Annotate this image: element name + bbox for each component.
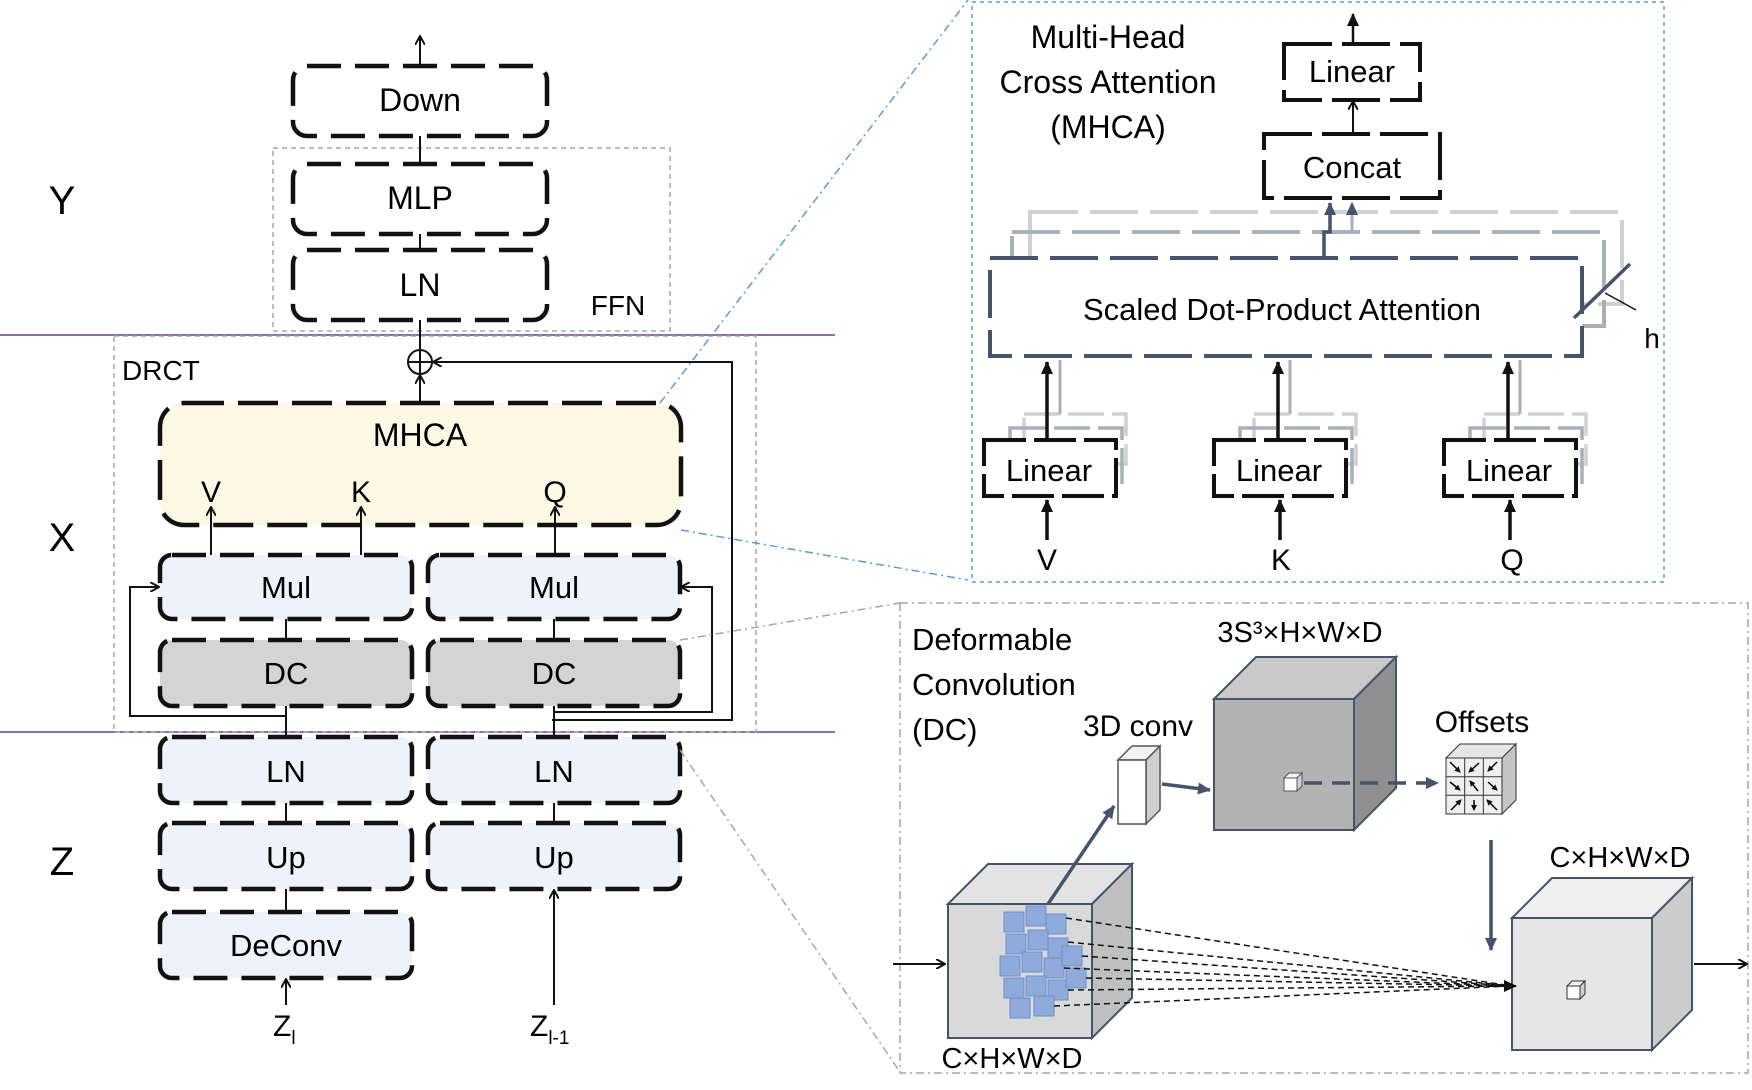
mhca-detail-panel [971,1,1665,583]
row-label-y: Y [49,179,76,223]
down-block [290,63,550,139]
heads-h-label: h [1644,323,1660,354]
up-right-label: Up [534,840,574,875]
mhca-q-label: Q [543,476,566,509]
ffn-ln-block [290,247,550,323]
mhca-block [157,400,684,528]
linear-out-label: Linear [1309,54,1395,89]
output-feature-cube [1509,875,1695,1053]
mhca-v-label: V [201,476,221,509]
down-label: Down [379,82,461,118]
k-in-label: K [1271,544,1291,577]
dc-title-3: (DC) [912,712,977,747]
up-left-block [157,820,415,892]
dc-title-2: Convolution [912,667,1076,702]
dc-right-label: DC [532,656,577,691]
conv-to-offset-arrow [1161,782,1211,795]
sdpa-label: Scaled Dot-Product Attention [1083,292,1481,327]
concat-label: Concat [1303,150,1402,185]
sampled-voxels-cluster [999,905,1087,1019]
concat-block [1262,132,1442,200]
offset-volume-cube [1211,654,1399,833]
dc-right-block [425,637,683,709]
deconv-label: DeConv [230,928,342,963]
mhca-label: MHCA [373,417,468,453]
z-l-label: Zl [273,1010,296,1049]
dc-callout-bottom [679,749,901,1073]
dc-callout-top [679,602,901,641]
linear-q-block [1442,438,1578,498]
linear-q-label: Linear [1466,453,1552,488]
dc-detail-panel [899,602,1749,1074]
offset-dims-label: 3S³×H×W×D [1217,617,1382,649]
linear-v-block [982,438,1118,498]
up-right-block [425,820,683,892]
dc-title-1: Deformable [912,622,1072,657]
sdpa-head-1 [988,256,1584,358]
deconv-block [157,909,415,981]
linear-k-label: Linear [1236,453,1322,488]
ffn-group [272,147,671,332]
sdpa-to-concat-1 [1322,202,1336,258]
ln-left-label: LN [266,754,306,789]
mhca-title-2: Cross Attention [1000,64,1217,100]
output-dims-label: C×H×W×D [1549,842,1690,874]
dc-left-label: DC [264,656,309,691]
linear-k-block [1212,438,1348,498]
mlp-label: MLP [387,180,453,216]
dc-left-block [157,637,415,709]
offset-voxel-icon [1282,771,1304,793]
sampling-fan-lines [1053,917,1513,1007]
mhca-k-label: K [351,476,371,509]
ln-right-label: LN [534,754,574,789]
heads-slash [1572,262,1632,320]
conv3d-label: 3D conv [1083,710,1193,743]
output-voxel-icon [1565,979,1587,1001]
ffn-ln-label: LN [400,267,441,303]
heads-h-leader [1604,292,1637,311]
mul-right-label: Mul [529,570,579,605]
up-left-label: Up [266,840,306,875]
q-in-label: Q [1500,544,1523,577]
ln-right-block [425,734,683,806]
mhca-title-1: Multi-Head [1031,19,1186,55]
offsets-grid-icon [1444,742,1518,816]
mhca-callout-bottom [680,529,969,581]
drct-label: DRCT [122,355,200,386]
right-skip-path [554,587,713,713]
mul-left-label: Mul [261,570,311,605]
row-label-z: Z [50,840,74,884]
drct-group [113,335,757,733]
mul-left-block [157,552,415,622]
offsets-label: Offsets [1435,706,1529,739]
ffn-label: FFN [591,290,645,321]
input-dims-label: C×H×W×D [941,1043,1082,1075]
cluster-to-conv-arrow [1046,805,1116,905]
ln-left-block [157,734,415,806]
conv3d-kernel [1116,744,1162,826]
linear-out-block [1282,42,1422,102]
mhca-title-3: (MHCA) [1050,109,1166,145]
residual-path [434,362,733,721]
mhca-callout-top [659,0,969,404]
linear-v-label: Linear [1006,453,1092,488]
v-in-label: V [1037,544,1057,577]
z-l1-label: Zl-1 [530,1010,569,1049]
mlp-block [290,161,550,237]
left-skip-path [129,587,286,717]
row-label-x: X [49,516,76,560]
